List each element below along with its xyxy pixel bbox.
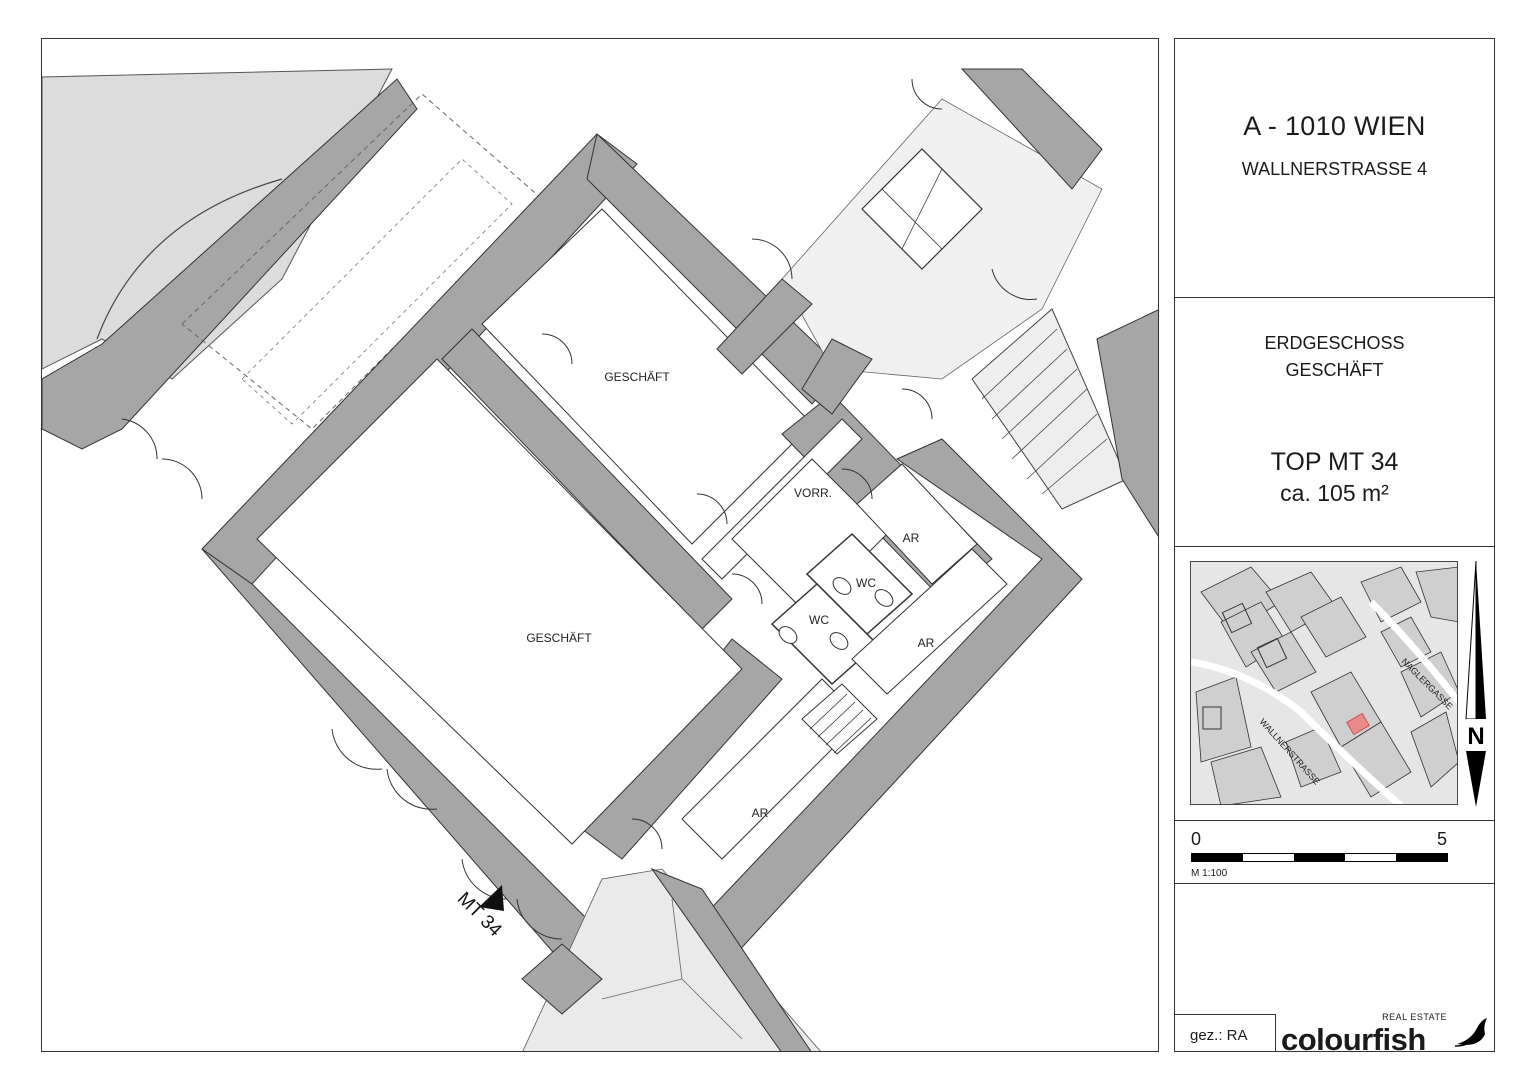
- scale-bar: [1191, 853, 1448, 862]
- room-geschaeft-2: [256, 358, 743, 845]
- wall-outer-nw: [42, 78, 418, 450]
- city-title: A - 1010 WIEN: [1243, 111, 1426, 141]
- title-block: A - 1010 WIEN WALLNERSTRASSE 4 ERDGESCHO…: [1174, 38, 1495, 1057]
- floor-section: ERDGESCHOSS GESCHÄFT TOP MT 34 ca. 105 m…: [1175, 298, 1494, 547]
- floor-name: ERDGESCHOSS: [1264, 333, 1405, 353]
- room-ar-1: [856, 463, 978, 585]
- address-section: A - 1010 WIEN WALLNERSTRASSE 4: [1175, 39, 1494, 298]
- scale-start: 0: [1191, 829, 1202, 849]
- wall-shop-divider: [441, 328, 733, 630]
- label-wc-1: WC: [856, 576, 876, 590]
- label-ar-2: AR: [918, 636, 935, 650]
- label-ar-3: AR: [752, 806, 769, 820]
- site-map-section: NAGLERGASSE WALLNERSTRASSE N: [1175, 547, 1494, 821]
- scale-ratio: M 1:100: [1191, 868, 1228, 879]
- site-map-highlight: [1346, 712, 1370, 736]
- neighbour-building: [42, 68, 393, 380]
- floor-plan: GESCHÄFT GESCHÄFT VORR. AR WC WC AR AR M…: [41, 38, 1159, 1052]
- scale-end: 5: [1437, 829, 1448, 849]
- label-ar-1: AR: [903, 531, 920, 545]
- drawn-by: gez.: RA: [1190, 1027, 1248, 1044]
- north-label: N: [1467, 723, 1484, 750]
- label-geschaeft-2: GESCHÄFT: [526, 631, 592, 645]
- entrance-arrow-icon: [479, 885, 504, 911]
- street-address: WALLNERSTRASSE 4: [1241, 159, 1428, 179]
- north-arrow-icon: N: [1465, 561, 1486, 807]
- label-vorraum: VORR.: [794, 486, 832, 500]
- logo-tagline: REAL ESTATE: [1382, 1012, 1447, 1022]
- logo-wordmark: colourfish: [1281, 1022, 1426, 1057]
- floor-plan-drawing: GESCHÄFT GESCHÄFT VORR. AR WC WC AR AR M…: [42, 68, 1158, 1051]
- company-logo: REAL ESTATE colourfish: [1281, 1012, 1493, 1057]
- fish-logo-icon: [1454, 1018, 1487, 1047]
- label-wc-2: WC: [809, 613, 829, 627]
- unit-area: ca. 105 m²: [1280, 480, 1389, 506]
- scale-section: 0 5 M 1:100: [1175, 821, 1494, 884]
- site-map: NAGLERGASSE WALLNERSTRASSE: [1190, 561, 1458, 805]
- room-ar-2: [851, 548, 1008, 695]
- unit-number: TOP MT 34: [1270, 448, 1399, 476]
- floor-use: GESCHÄFT: [1285, 360, 1384, 380]
- footer-section: gez.: RA REAL ESTATE colourfish: [1175, 884, 1494, 1057]
- label-geschaeft-1: GESCHÄFT: [604, 370, 670, 384]
